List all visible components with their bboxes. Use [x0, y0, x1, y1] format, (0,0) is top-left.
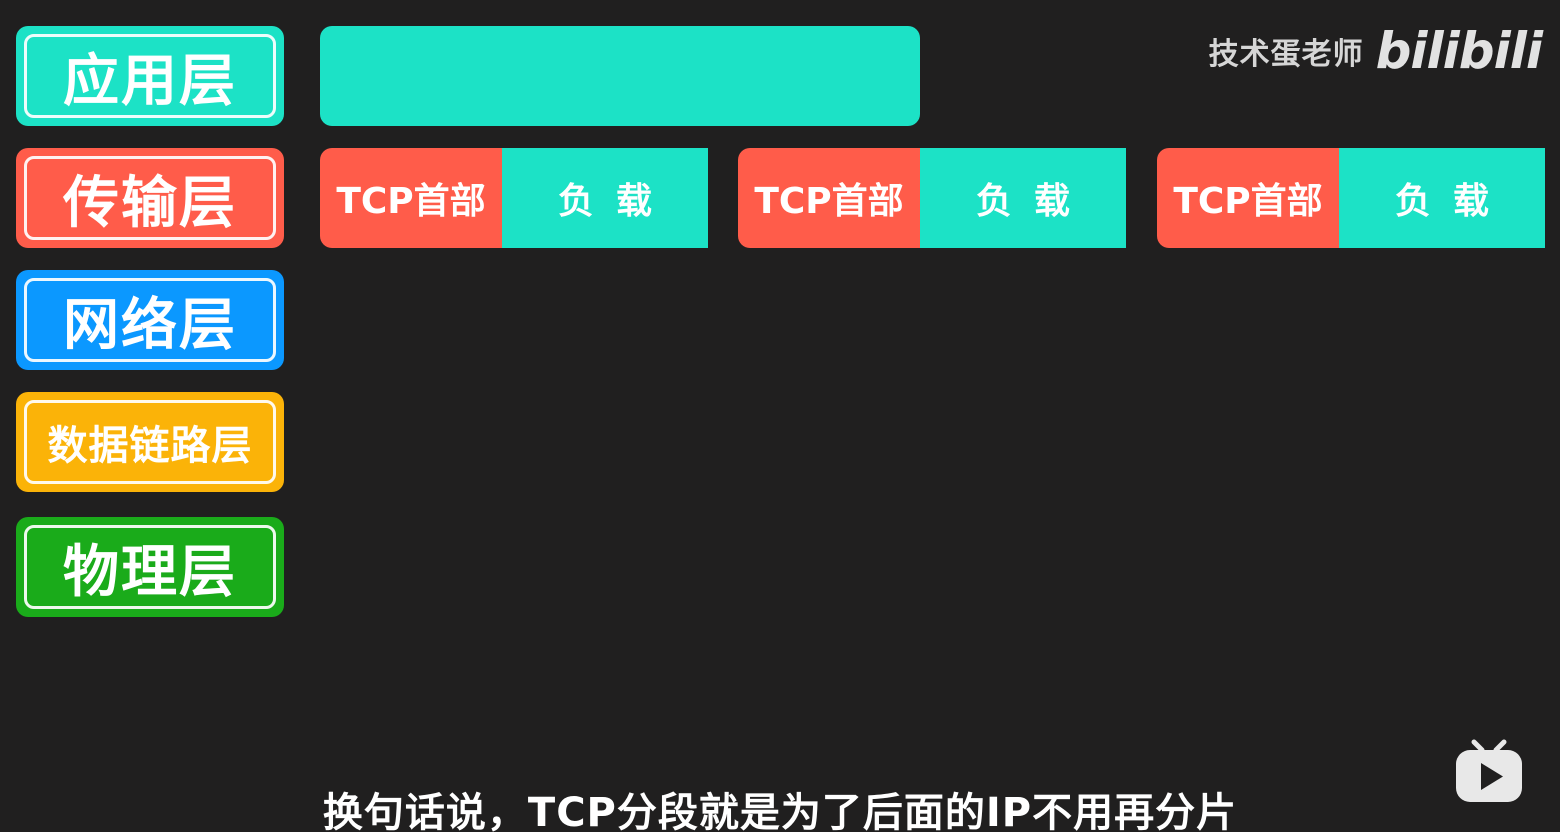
video-subtitle: 换句话说，TCP分段就是为了后面的IP不用再分片: [322, 790, 1238, 832]
layer-application-frame: 应用层: [24, 34, 276, 118]
layer-application-label: 应用层: [63, 48, 237, 114]
layer-datalink-label: 数据链路层: [47, 423, 253, 469]
tcp-header-block: TCP首部: [320, 148, 502, 248]
application-data-block: [320, 26, 920, 126]
bilibili-logo: bilibili: [1375, 22, 1543, 80]
layer-transport: 传输层: [16, 148, 284, 248]
tcp-header-label: TCP首部: [336, 181, 486, 222]
tcp-payload-label: 负载: [1394, 181, 1511, 222]
tcp-header-label: TCP首部: [1173, 181, 1323, 222]
tcp-segment-1: TCP首部 负载: [320, 148, 708, 248]
tcp-payload-block: 负载: [1339, 148, 1545, 248]
layer-datalink: 数据链路层: [16, 392, 284, 492]
tcp-payload-block: 负载: [920, 148, 1126, 248]
layer-transport-frame: 传输层: [24, 156, 276, 240]
tcp-header-block: TCP首部: [1157, 148, 1339, 248]
tcp-payload-label: 负载: [975, 181, 1092, 222]
tcp-segment-2: TCP首部 负载: [738, 148, 1126, 248]
layer-network: 网络层: [16, 270, 284, 370]
layer-application: 应用层: [16, 26, 284, 126]
layer-transport-label: 传输层: [63, 170, 237, 236]
tcp-payload-label: 负载: [557, 181, 674, 222]
layer-datalink-frame: 数据链路层: [24, 400, 276, 484]
layer-physical-label: 物理层: [63, 539, 237, 605]
tcp-header-block: TCP首部: [738, 148, 920, 248]
channel-watermark: 技术蛋老师 bilibili: [1208, 22, 1543, 80]
layer-physical: 物理层: [16, 517, 284, 617]
layer-physical-frame: 物理层: [24, 525, 276, 609]
layer-network-label: 网络层: [63, 292, 237, 358]
tcp-payload-block: 负载: [502, 148, 708, 248]
tcp-segment-3: TCP首部 负载: [1157, 148, 1545, 248]
layer-network-frame: 网络层: [24, 278, 276, 362]
play-icon[interactable]: [1454, 738, 1524, 804]
watermark-author: 技术蛋老师: [1208, 37, 1364, 72]
tcp-header-label: TCP首部: [754, 181, 904, 222]
